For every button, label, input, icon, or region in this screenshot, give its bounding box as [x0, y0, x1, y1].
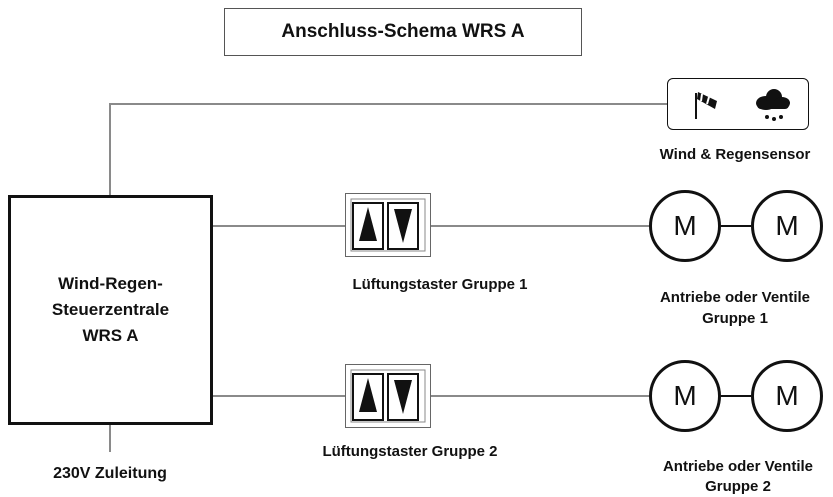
- motor-group-2-a: M: [649, 360, 721, 432]
- ventilation-switch-group-1: [345, 193, 431, 257]
- diagram-title: Anschluss-Schema WRS A: [224, 8, 582, 56]
- actuator-label-group-1-line-2: Gruppe 1: [702, 310, 768, 327]
- arrow-up-icon: [358, 377, 377, 412]
- switch-label-group-2: Lüftungstaster Gruppe 2: [322, 443, 498, 460]
- supply-label: 230V Zuleitung: [53, 465, 167, 482]
- arrow-up-icon: [358, 206, 377, 241]
- motor-group-1-a: M: [649, 190, 721, 262]
- wind-rain-sensor: [667, 78, 809, 130]
- actuator-label-group-2-line-2: Gruppe 2: [705, 478, 771, 495]
- windsock-icon: [695, 92, 717, 119]
- actuator-label-group-1-line-1: Antriebe oder Ventile: [659, 289, 811, 306]
- actuator-label-group-1: Antriebe oder Ventile Gruppe 1: [640, 287, 830, 329]
- actuator-label-group-2: Antriebe oder Ventile Gruppe 2: [643, 457, 833, 497]
- motor-group-2-b: M: [751, 360, 823, 432]
- ventilation-switch-group-2: [345, 364, 431, 428]
- controller-line-3: WRS A: [82, 326, 139, 345]
- motor-group-1-b: M: [751, 190, 823, 262]
- controller-line-2: Steuerzentrale: [51, 300, 170, 319]
- controller-line-1: Wind-Regen-: [58, 274, 163, 293]
- control-unit: Wind-Regen- Steuerzentrale WRS A: [8, 195, 213, 425]
- rain-cloud-icon: [756, 89, 790, 121]
- arrow-down-icon: [393, 379, 412, 414]
- arrow-down-icon: [393, 208, 412, 243]
- switch-label-group-1: Lüftungstaster Gruppe 1: [352, 276, 528, 293]
- actuator-label-group-2-line-1: Antriebe oder Ventile: [662, 458, 814, 475]
- sensor-wire: [109, 103, 667, 195]
- sensor-label: Wind & Regensensor: [659, 146, 811, 163]
